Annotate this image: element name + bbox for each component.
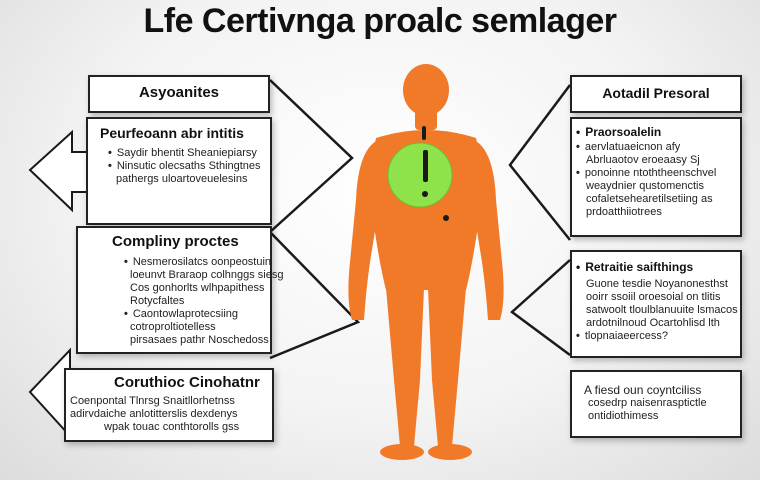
arrow-top-left — [269, 79, 354, 233]
right-box-2-line-2: Abrluaotov eroeaasy Sj — [586, 154, 700, 166]
right-box-3-line-2: ooirr ssoiil oroesoial on tlitis — [586, 291, 721, 303]
left-box-4-line-1: Coenpontal Tlnrsg Snaitllorhetnss — [70, 395, 235, 407]
right-foot — [428, 444, 472, 460]
right-box-2-line-6: prdoatthiiotrees — [586, 206, 662, 218]
arrow-mid-right — [510, 259, 571, 357]
organ-mark-line — [423, 150, 428, 182]
right-leg — [428, 288, 466, 446]
right-arm — [472, 140, 504, 320]
left-box-3-line-2: loeunvt Braraop colhnggs siesg — [130, 269, 284, 281]
left-header-box: Asyoanites — [88, 75, 270, 113]
right-box-3-line-3: satwoolt tloulblanuuite lsmacos — [586, 304, 738, 316]
left-box-3-line-3: Cos gonhorlts wlhpapithess — [130, 282, 265, 294]
left-box-3-line-5: Caontowlaprotecsiing — [124, 308, 270, 321]
body-mark-dot — [443, 215, 449, 221]
left-leg — [386, 288, 424, 446]
right-box-3-line-4: ardotnilnoud Ocartohlisd lth — [586, 317, 720, 329]
right-box-2-line-4: weaydnier qustomenctis — [586, 180, 705, 192]
left-arm — [348, 140, 380, 320]
right-box-2-line-5: cofaletsehearetilsetiing as — [586, 193, 713, 205]
left-box-2-title: Peurfeoann abr intitis — [100, 125, 244, 141]
arrow-mid-left — [269, 231, 361, 360]
right-box-4: A fiesd oun coyntciliss cosedrp naisenra… — [570, 370, 742, 438]
right-box-2-line-3: ponoinne ntoththeenschvel — [576, 167, 740, 180]
right-header-box: Aotadil Presoral — [570, 75, 742, 113]
right-box-4-line-1: A fiesd oun coyntciliss — [584, 383, 702, 397]
organ-highlight — [387, 142, 453, 208]
left-box-3-line-1: Nesmerosilatcs oonpeostuin — [124, 256, 271, 269]
right-box-4-line-2: cosedrp naisenrasptictle — [588, 397, 707, 409]
right-header-title: Aotadil Presoral — [602, 85, 710, 101]
neck-mark — [422, 126, 426, 140]
left-box-2: Peurfeoann abr intitis Saydir bhentit Sh… — [86, 117, 272, 225]
left-header-title: Asyoanites — [138, 84, 220, 101]
page-title: Lfe Certivnga proalc semlager — [143, 2, 617, 40]
organ-mark-dot — [422, 191, 428, 197]
right-box-2-line-1: aervlatuaeicnon afy — [576, 141, 740, 154]
left-box-3-line-4: Rotycfaltes — [130, 295, 185, 307]
arrow-top-right — [508, 84, 571, 241]
right-box-2-title: Praorsoalelin — [576, 125, 740, 139]
neck — [415, 110, 437, 130]
left-box-3: Compliny proctes Nesmerosilatcs oonpeost… — [76, 226, 284, 354]
left-box-4: Coruthioc Cinohatnr Coenpontal Tlnrsg Sn… — [64, 368, 274, 442]
right-box-2: Praorsoalelin aervlatuaeicnon afy Abrlua… — [570, 117, 742, 237]
left-box-4-line-3: wpak touac conthtorolls gss — [104, 421, 240, 433]
left-box-2-line-2: Ninsutic olecsaths Sthingtnes — [108, 160, 270, 173]
left-box-2-line-1: Saydir bhentit Sheaniepiarsy — [108, 147, 270, 160]
right-box-3-line-1: Guone tesdie Noyanonesthst — [586, 278, 728, 290]
head — [403, 64, 449, 116]
left-box-3-title: Compliny proctes — [112, 233, 239, 250]
right-box-3: Retraitie saifthings Guone tesdie Noyano… — [570, 250, 742, 358]
right-box-4-line-3: ontidiothimess — [588, 410, 659, 422]
left-box-3-line-7: pirsasaes pathr Noschedoss — [130, 334, 269, 346]
left-box-4-line-2: adirvdaiche anlotitterslis dexdenys — [70, 408, 238, 420]
left-foot — [380, 444, 424, 460]
left-box-4-title: Coruthioc Cinohatnr — [114, 374, 260, 391]
right-box-3-title: Retraitie saifthings — [576, 260, 740, 274]
left-box-3-line-6: cotroproltiotelless — [130, 321, 216, 333]
left-box-2-line-3: pathergs uloartoveuelesins — [116, 173, 248, 185]
right-box-3-line-5: tlopnaiaeercess? — [576, 330, 740, 343]
